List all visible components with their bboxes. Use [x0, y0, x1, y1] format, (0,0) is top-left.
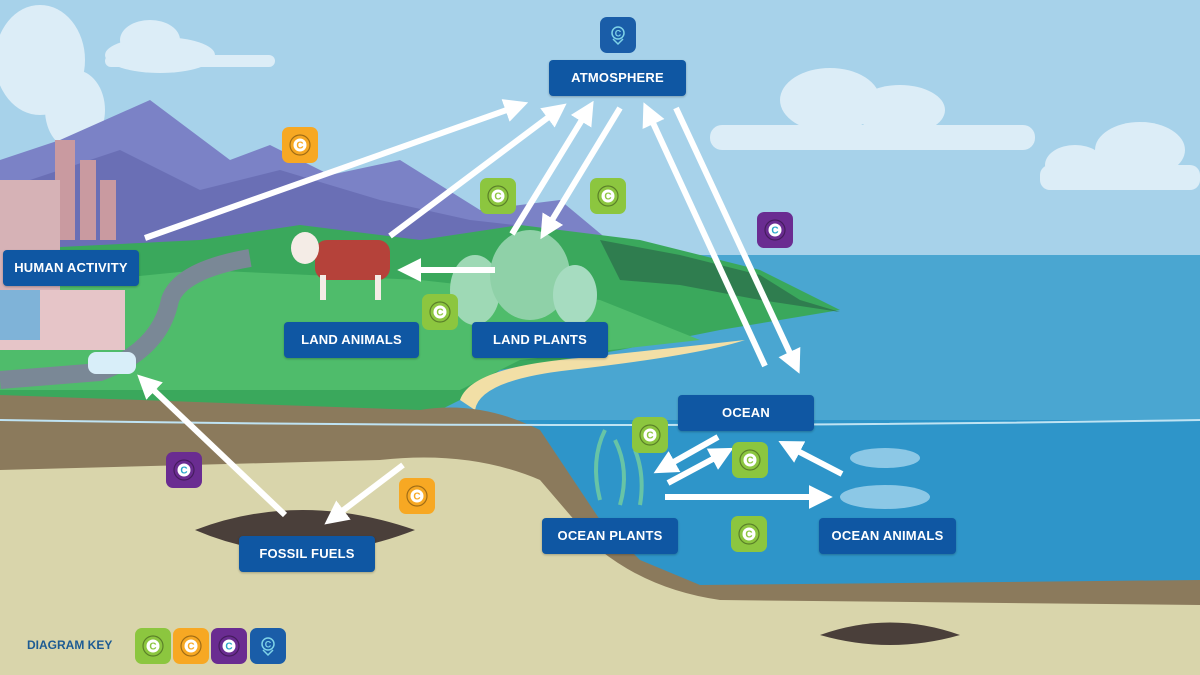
ocean-label: OCEAN	[678, 395, 814, 431]
diagram-key-title: DIAGRAM KEY	[27, 638, 113, 652]
svg-text:C: C	[265, 640, 272, 650]
carbon-orange-icon: C	[282, 127, 318, 163]
clouds	[0, 5, 1200, 190]
car	[88, 352, 136, 374]
svg-text:C: C	[187, 642, 194, 653]
carbon-purple-icon: C	[757, 212, 793, 248]
svg-text:C: C	[745, 530, 752, 541]
svg-text:C: C	[604, 192, 611, 203]
human-activity-label: HUMAN ACTIVITY	[3, 250, 139, 286]
carbon-purple-icon: C	[211, 628, 247, 664]
flow-arrow	[540, 106, 623, 240]
carbon-store-blue-icon: C	[600, 17, 636, 53]
carbon-green-icon: C	[732, 442, 768, 478]
flow-arrow	[137, 374, 288, 518]
svg-text:C: C	[771, 226, 778, 237]
flow-arrow	[388, 103, 567, 239]
fish	[840, 485, 930, 509]
carbon-store-blue-icon: C	[250, 628, 286, 664]
carbon-orange-icon: C	[173, 628, 209, 664]
svg-text:C: C	[615, 29, 622, 39]
flow-arrow	[143, 99, 529, 241]
flow-arrows	[137, 99, 844, 525]
svg-text:C: C	[646, 431, 653, 442]
svg-text:C: C	[296, 141, 303, 152]
svg-text:C: C	[746, 456, 753, 467]
land-animals-label: LAND ANIMALS	[284, 322, 419, 358]
cow	[291, 232, 390, 300]
atmosphere-label: ATMOSPHERE	[549, 60, 686, 96]
carbon-green-icon: C	[632, 417, 668, 453]
svg-text:C: C	[436, 308, 443, 319]
svg-text:C: C	[225, 642, 232, 653]
carbon-green-icon: C	[480, 178, 516, 214]
fossil-fuels-label: FOSSIL FUELS	[239, 536, 375, 572]
carbon-purple-icon: C	[166, 452, 202, 488]
fish	[850, 448, 920, 468]
svg-text:C: C	[180, 466, 187, 477]
seaweed	[594, 429, 644, 506]
ocean-plants-label: OCEAN PLANTS	[542, 518, 678, 554]
flow-arrow	[324, 462, 405, 525]
flow-arrow	[509, 100, 594, 236]
carbon-green-icon: C	[135, 628, 171, 664]
carbon-green-icon: C	[590, 178, 626, 214]
svg-text:C: C	[413, 492, 420, 503]
land-plants-label: LAND PLANTS	[472, 322, 608, 358]
carbon-green-icon: C	[731, 516, 767, 552]
flow-arrow	[778, 441, 844, 477]
flow-arrow	[666, 447, 734, 486]
svg-text:C: C	[149, 642, 156, 653]
carbon-green-icon: C	[422, 294, 458, 330]
flow-arrow	[673, 106, 801, 374]
flow-arrow	[642, 102, 768, 368]
svg-text:C: C	[494, 192, 501, 203]
carbon-orange-icon: C	[399, 478, 435, 514]
ocean-animals-label: OCEAN ANIMALS	[819, 518, 956, 554]
flow-arrow	[653, 434, 720, 474]
